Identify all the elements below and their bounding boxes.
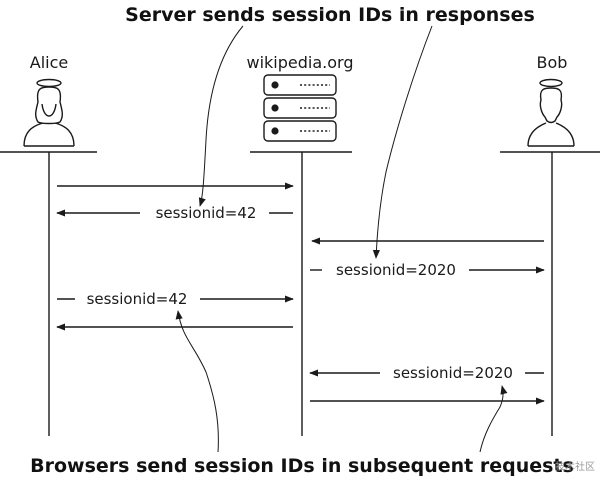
message-label: sessionid=42 bbox=[87, 290, 188, 308]
watermark-text: 技术社区 bbox=[555, 460, 595, 473]
actor-label-server: wikipedia.org bbox=[247, 53, 354, 72]
top-callout: Server sends session IDs in responses bbox=[125, 4, 535, 26]
message-label: sessionid=42 bbox=[156, 204, 257, 222]
callout-pointer bbox=[198, 25, 244, 207]
message-label: sessionid=2020 bbox=[336, 261, 456, 279]
message-label: sessionid=2020 bbox=[393, 364, 513, 382]
callout-pointer bbox=[175, 310, 219, 453]
alice-person-icon bbox=[23, 78, 75, 147]
server-icon bbox=[263, 74, 337, 142]
callout-pointer bbox=[372, 25, 433, 259]
actor-label-alice: Alice bbox=[30, 53, 68, 72]
actor-label-bob: Bob bbox=[537, 53, 568, 72]
bottom-callout: Browsers send session IDs in subsequent … bbox=[30, 455, 574, 477]
bob-person-icon bbox=[527, 78, 575, 147]
callout-pointer bbox=[479, 385, 508, 453]
